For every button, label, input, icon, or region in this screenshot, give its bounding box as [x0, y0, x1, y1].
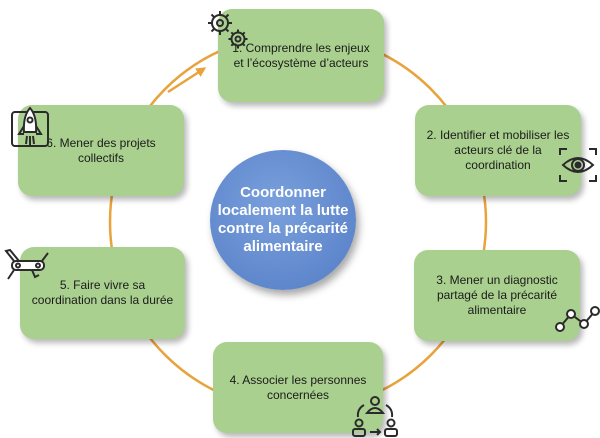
step-4-label: 4. Associer les personnes concernées	[229, 372, 367, 402]
multitool-icon	[4, 248, 49, 280]
step-5-label: 5. Faire vivre sa coordination dans la d…	[31, 278, 174, 307]
people-exchange-icon	[352, 396, 398, 437]
step-1-label: 1. Comprendre les enjeux et l’écosystème…	[232, 40, 370, 70]
center-text: Coordonner localement la lutte contre la…	[217, 184, 349, 255]
step-6-label: 6. Mener des projets collectifs	[46, 135, 156, 165]
step-2-box: 2. Identifier et mobiliser les acteurs c…	[415, 105, 581, 196]
rocket-icon	[11, 106, 49, 147]
step-6-box: 6. Mener des projets collectifs	[18, 105, 184, 196]
step-5-box: 5. Faire vivre sa coordination dans la d…	[20, 247, 185, 339]
step-4-box: 4. Associer les personnes concernées	[213, 342, 383, 433]
gears-icon	[208, 11, 248, 49]
step-1-box: 1. Comprendre les enjeux et l’écosystème…	[218, 9, 384, 102]
center-circle: Coordonner localement la lutte contre la…	[210, 150, 356, 290]
step-3-box: 3. Mener un diagnostic partagé de la pré…	[414, 250, 580, 341]
cycle-arrow-head	[167, 67, 207, 94]
step-3-label: 3. Mener un diagnostic partagé de la pré…	[436, 273, 558, 317]
eye-icon	[559, 148, 597, 182]
network-icon	[555, 306, 600, 332]
step-2-label: 2. Identifier et mobiliser les acteurs c…	[426, 128, 570, 172]
